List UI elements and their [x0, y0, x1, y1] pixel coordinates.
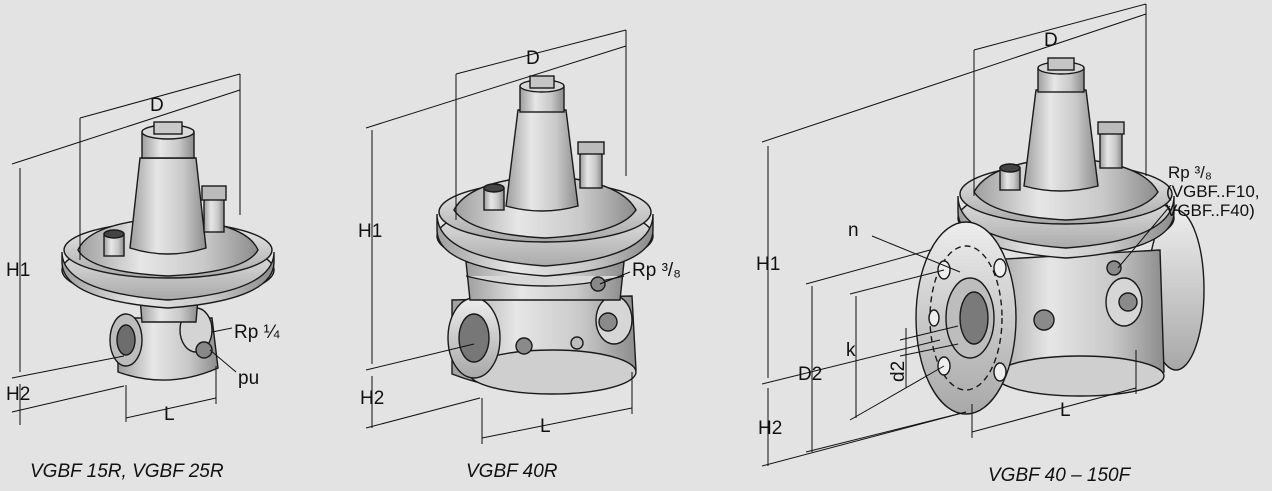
valve-medium — [436, 75, 654, 395]
v3-d-label: D — [1044, 30, 1058, 51]
v3-l-label: L — [1060, 400, 1071, 421]
v2-l-label: L — [540, 416, 551, 437]
v2-d-label: D — [526, 48, 540, 69]
valve-medium-dimensions — [365, 29, 633, 444]
v1-port-label: Rp ¼ — [234, 322, 281, 343]
v2-port-label: Rp ³/₈ — [632, 260, 681, 281]
v3-port-label-line1: Rp ³/₈ — [1168, 163, 1212, 182]
valve-large-dimensions — [761, 3, 1171, 467]
v1-l-label: L — [164, 404, 175, 425]
caption-vgbf-40-150f: VGBF 40 – 150F — [988, 465, 1131, 486]
v3-h1-label: H1 — [756, 254, 780, 275]
v3-d2-dim-label: D2 — [798, 364, 822, 385]
v3-port-label-line2: (VGBF..F10, — [1166, 182, 1260, 201]
v1-h2-label: H2 — [6, 384, 30, 405]
v3-small-d2-label: d2 — [888, 361, 909, 382]
v1-pu-label: pu — [238, 368, 259, 389]
v1-h1-label: H1 — [6, 260, 30, 281]
v2-h2-label: H2 — [360, 388, 384, 409]
v3-n-label: n — [848, 220, 859, 241]
v3-port-label-line3: VGBF..F40) — [1166, 201, 1255, 220]
v2-h1-label: H1 — [358, 221, 382, 242]
valve-small — [61, 121, 275, 381]
v3-k-label: k — [846, 340, 856, 361]
caption-vgbf-15r-25r: VGBF 15R, VGBF 25R — [30, 461, 224, 482]
v3-h2-label: H2 — [758, 418, 782, 439]
v1-d-label: D — [150, 95, 164, 116]
valve-small-dimensions — [11, 73, 241, 425]
caption-vgbf-40r: VGBF 40R — [466, 461, 558, 482]
valve-large — [915, 57, 1205, 415]
